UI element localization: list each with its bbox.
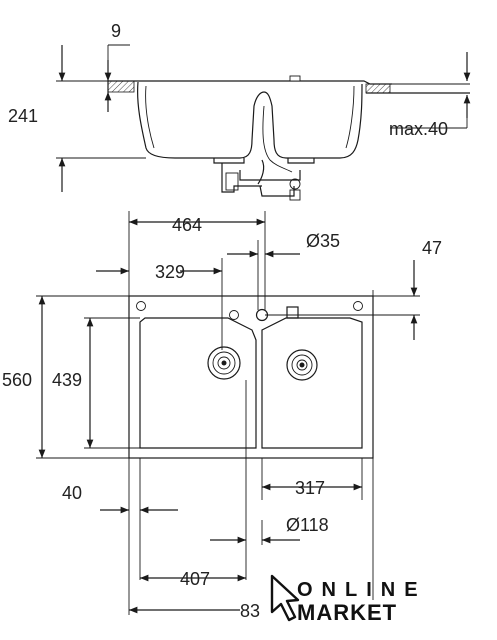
- worktop-left-hatch: [107, 80, 135, 93]
- logo-line-market: MARKET: [297, 600, 397, 625]
- right-bowl: [261, 317, 363, 449]
- overflow-square: [286, 306, 299, 319]
- left-bowl: [139, 317, 257, 449]
- tap-hole-left: [136, 301, 146, 311]
- top-view: [36, 211, 420, 615]
- tap-hole-right: [353, 301, 363, 311]
- dim-left-bowl-width: 407: [180, 569, 210, 589]
- tap-hole-mid: [229, 310, 239, 320]
- worktop-right-hatch: [365, 83, 391, 94]
- logo-line-online: ONLINE: [297, 579, 427, 601]
- overflow-nub: [289, 75, 301, 82]
- dim-overall-width: 83: [240, 601, 260, 621]
- dim-overall-depth: 560: [2, 370, 32, 390]
- dim-right-bowl-width: 317: [295, 478, 325, 498]
- sink-outline: [128, 295, 374, 459]
- dim-drain-diameter: Ø118: [286, 515, 329, 535]
- side-view: [56, 44, 471, 201]
- online-market-logo: ONLINE MARKET: [270, 574, 427, 625]
- dim-edge-margin: 40: [62, 483, 82, 503]
- dim-bowl-span: 464: [172, 215, 202, 235]
- dim-tap-offset-right: 47: [422, 238, 442, 258]
- dim-flange-thickness: 9: [111, 21, 121, 41]
- drain-right: [286, 349, 318, 381]
- dim-max-worktop: max.40: [389, 119, 448, 139]
- dim-tap-offset-left: 329: [155, 262, 185, 282]
- dim-depth: 241: [8, 106, 38, 126]
- dim-bowl-depth: 439: [52, 370, 82, 390]
- sink-flange: [107, 80, 470, 94]
- cursor-arrow-icon: [270, 574, 300, 622]
- drain-assembly: [213, 105, 315, 201]
- sink-bowl-profile: [137, 81, 363, 159]
- drain-left: [207, 346, 241, 380]
- sink-bowl-inner: [145, 85, 355, 149]
- dim-tap-hole-diameter: Ø35: [306, 231, 340, 251]
